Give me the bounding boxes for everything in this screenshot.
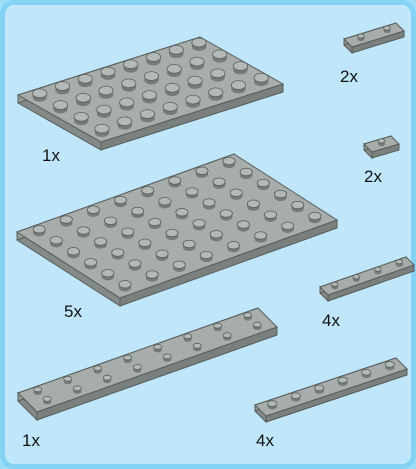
plate-1x6 [255,358,407,422]
plate-4x8 [18,37,283,150]
plate-1x4 [320,257,414,301]
plate-2x8 [18,308,277,420]
quantity-plate-4x8: 1x [42,147,60,164]
plate-1x2 [344,23,404,53]
quantity-plate-2x8: 1x [22,432,40,449]
plate-6x8 [17,154,337,306]
quantity-plate-1x2: 2x [340,68,358,85]
quantity-plate-6x8: 5x [64,303,82,320]
quantity-plate-1x4: 4x [322,312,340,329]
quantity-plate-1x6: 4x [256,432,274,449]
plate-1x1 [364,136,399,158]
quantity-plate-1x1: 2x [364,168,382,185]
